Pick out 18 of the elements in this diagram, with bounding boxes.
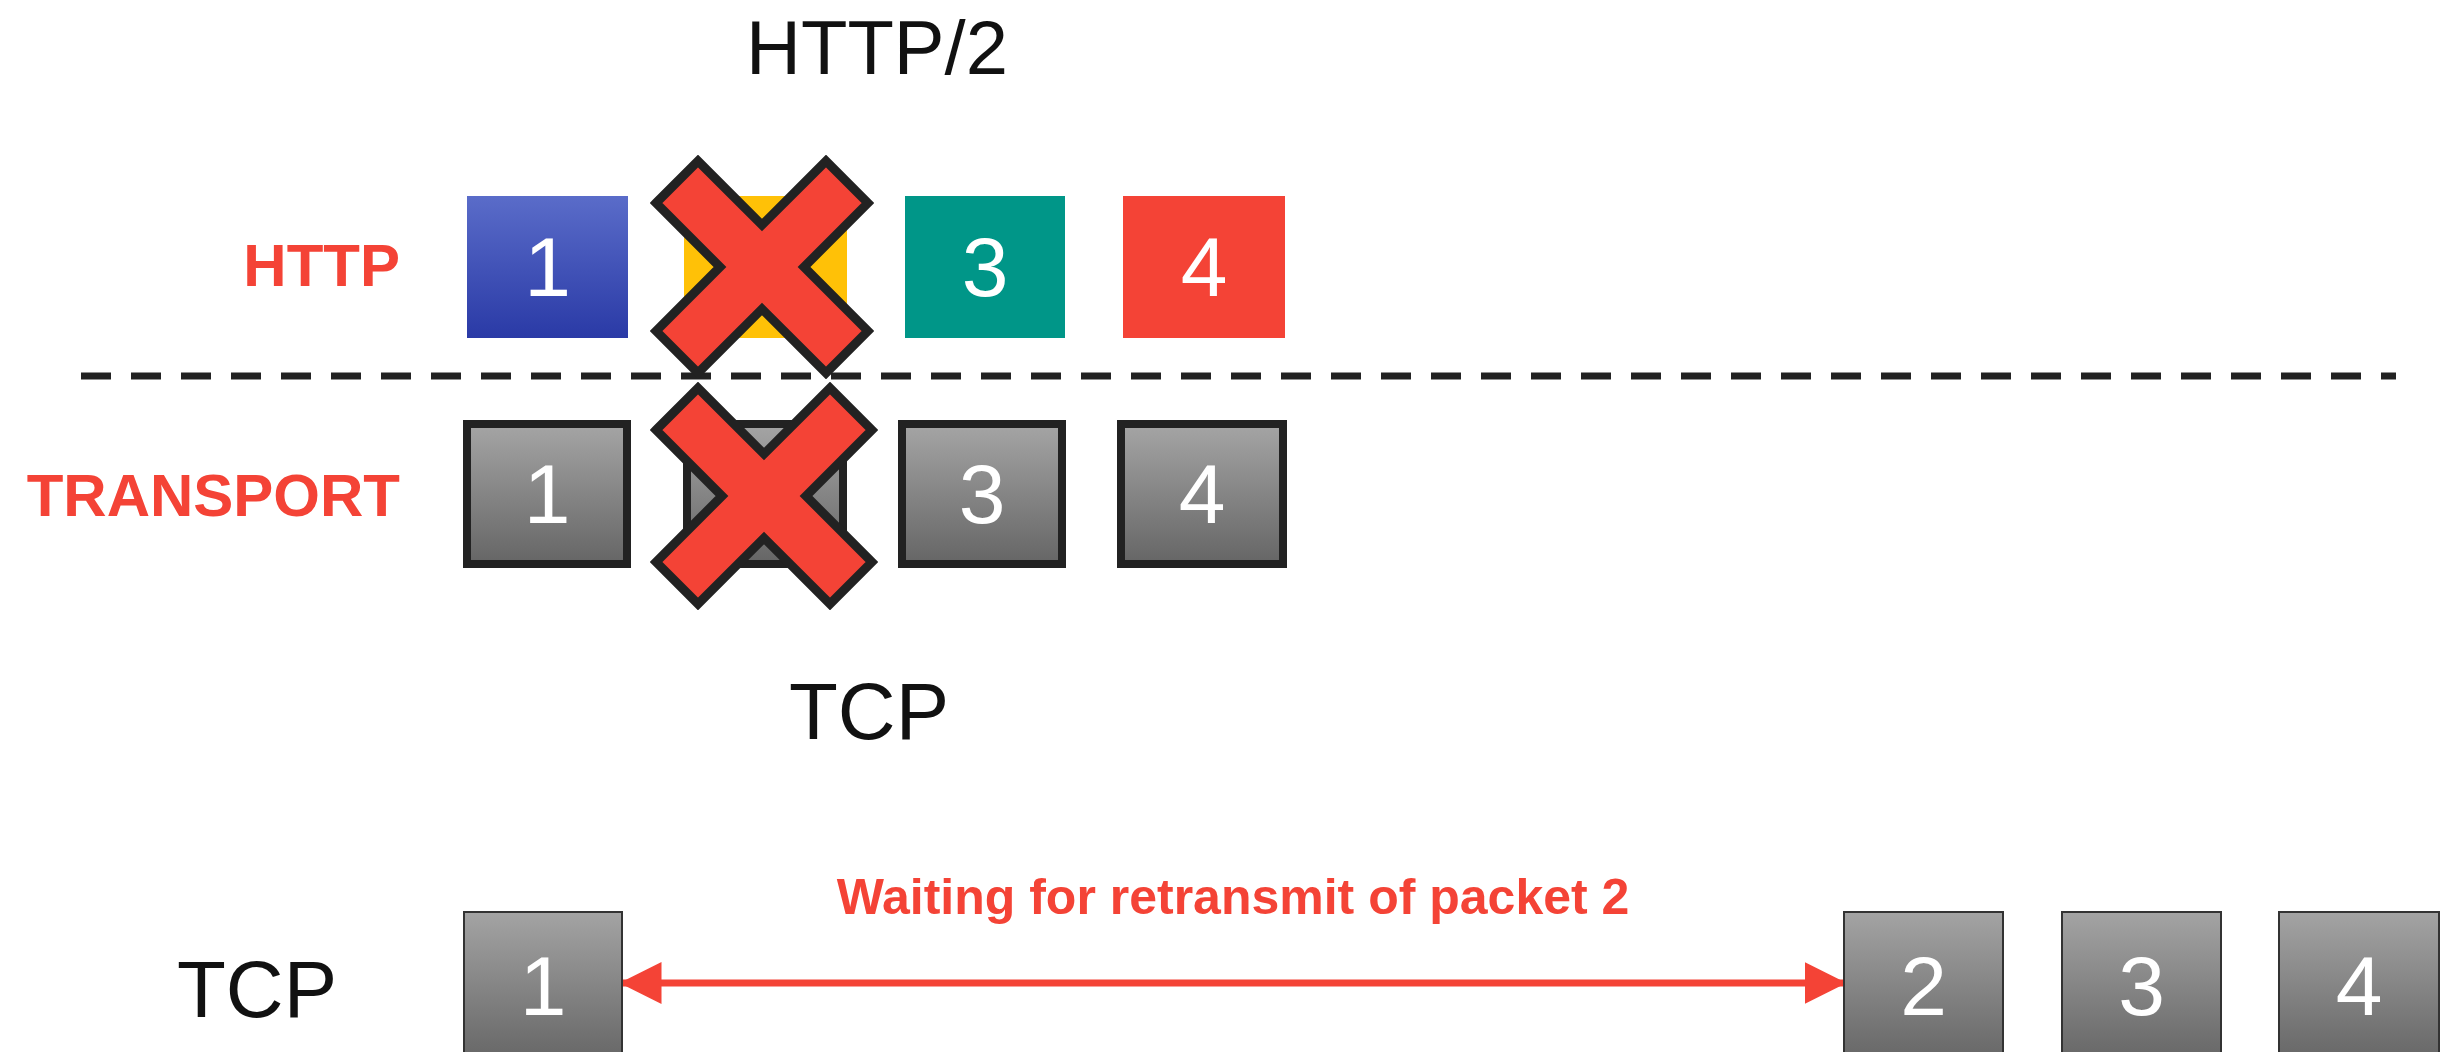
crossed-out-packet-drawing	[650, 382, 878, 610]
packet-block: 3	[905, 196, 1065, 338]
packet-block: 4	[2278, 911, 2440, 1052]
protocol-label: TCP	[789, 672, 949, 752]
packet-block: 1	[467, 196, 628, 338]
packet-block: 3	[898, 420, 1066, 568]
packet-block: 1	[463, 420, 631, 568]
packet-block: 1	[463, 911, 623, 1052]
packet-block: 2	[1843, 911, 2004, 1052]
protocol-label: TCP	[177, 950, 337, 1030]
packet-block: 4	[1117, 420, 1287, 568]
crossed-out-packet-drawing	[650, 155, 874, 379]
packet-block: 4	[1123, 196, 1285, 338]
packet-block: 3	[2061, 911, 2222, 1052]
layer-label: HTTP	[243, 236, 400, 296]
layer-label: TRANSPORT	[26, 466, 400, 526]
edge-label: Waiting for retransmit of packet 2	[836, 872, 1630, 922]
heading: HTTP/2	[746, 10, 1008, 86]
